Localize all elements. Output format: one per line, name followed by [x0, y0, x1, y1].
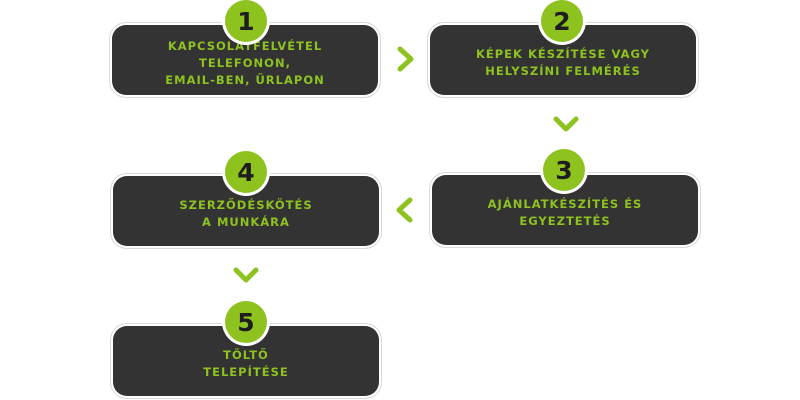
chevron-left-icon	[389, 195, 419, 225]
step-label-2: KÉPEK KÉSZÍTÉSE VAGY HELYSZÍNI FELMÉRÉS	[475, 47, 650, 78]
chevron-down-icon	[231, 261, 261, 291]
step-label-1: KAPCSOLATFELVÉTEL TELEFONON, EMAIL-BEN, …	[165, 38, 325, 87]
step-number-2: 2	[541, 0, 583, 42]
step-number-5: 5	[225, 301, 267, 343]
step-number-3: 3	[543, 149, 585, 191]
step-box-2: KÉPEK KÉSZÍTÉSE VAGY HELYSZÍNI FELMÉRÉS	[430, 25, 696, 95]
step-number-4: 4	[225, 151, 267, 193]
step-number-1: 1	[225, 0, 267, 42]
step-box-3: AJÁNLATKÉSZÍTÉS ÉS EGYEZTETÉS	[432, 175, 698, 245]
chevron-right-icon	[391, 44, 421, 74]
step-label-3: AJÁNLATKÉSZÍTÉS ÉS EGYEZTETÉS	[487, 197, 643, 228]
step-label-4: SZERZŐDÉSKÖTÉS A MUNKÁRA	[179, 198, 313, 229]
chevron-down-icon	[551, 110, 581, 140]
step-label-5: TÖLTŐ TELEPÍTÉSE	[203, 348, 289, 379]
